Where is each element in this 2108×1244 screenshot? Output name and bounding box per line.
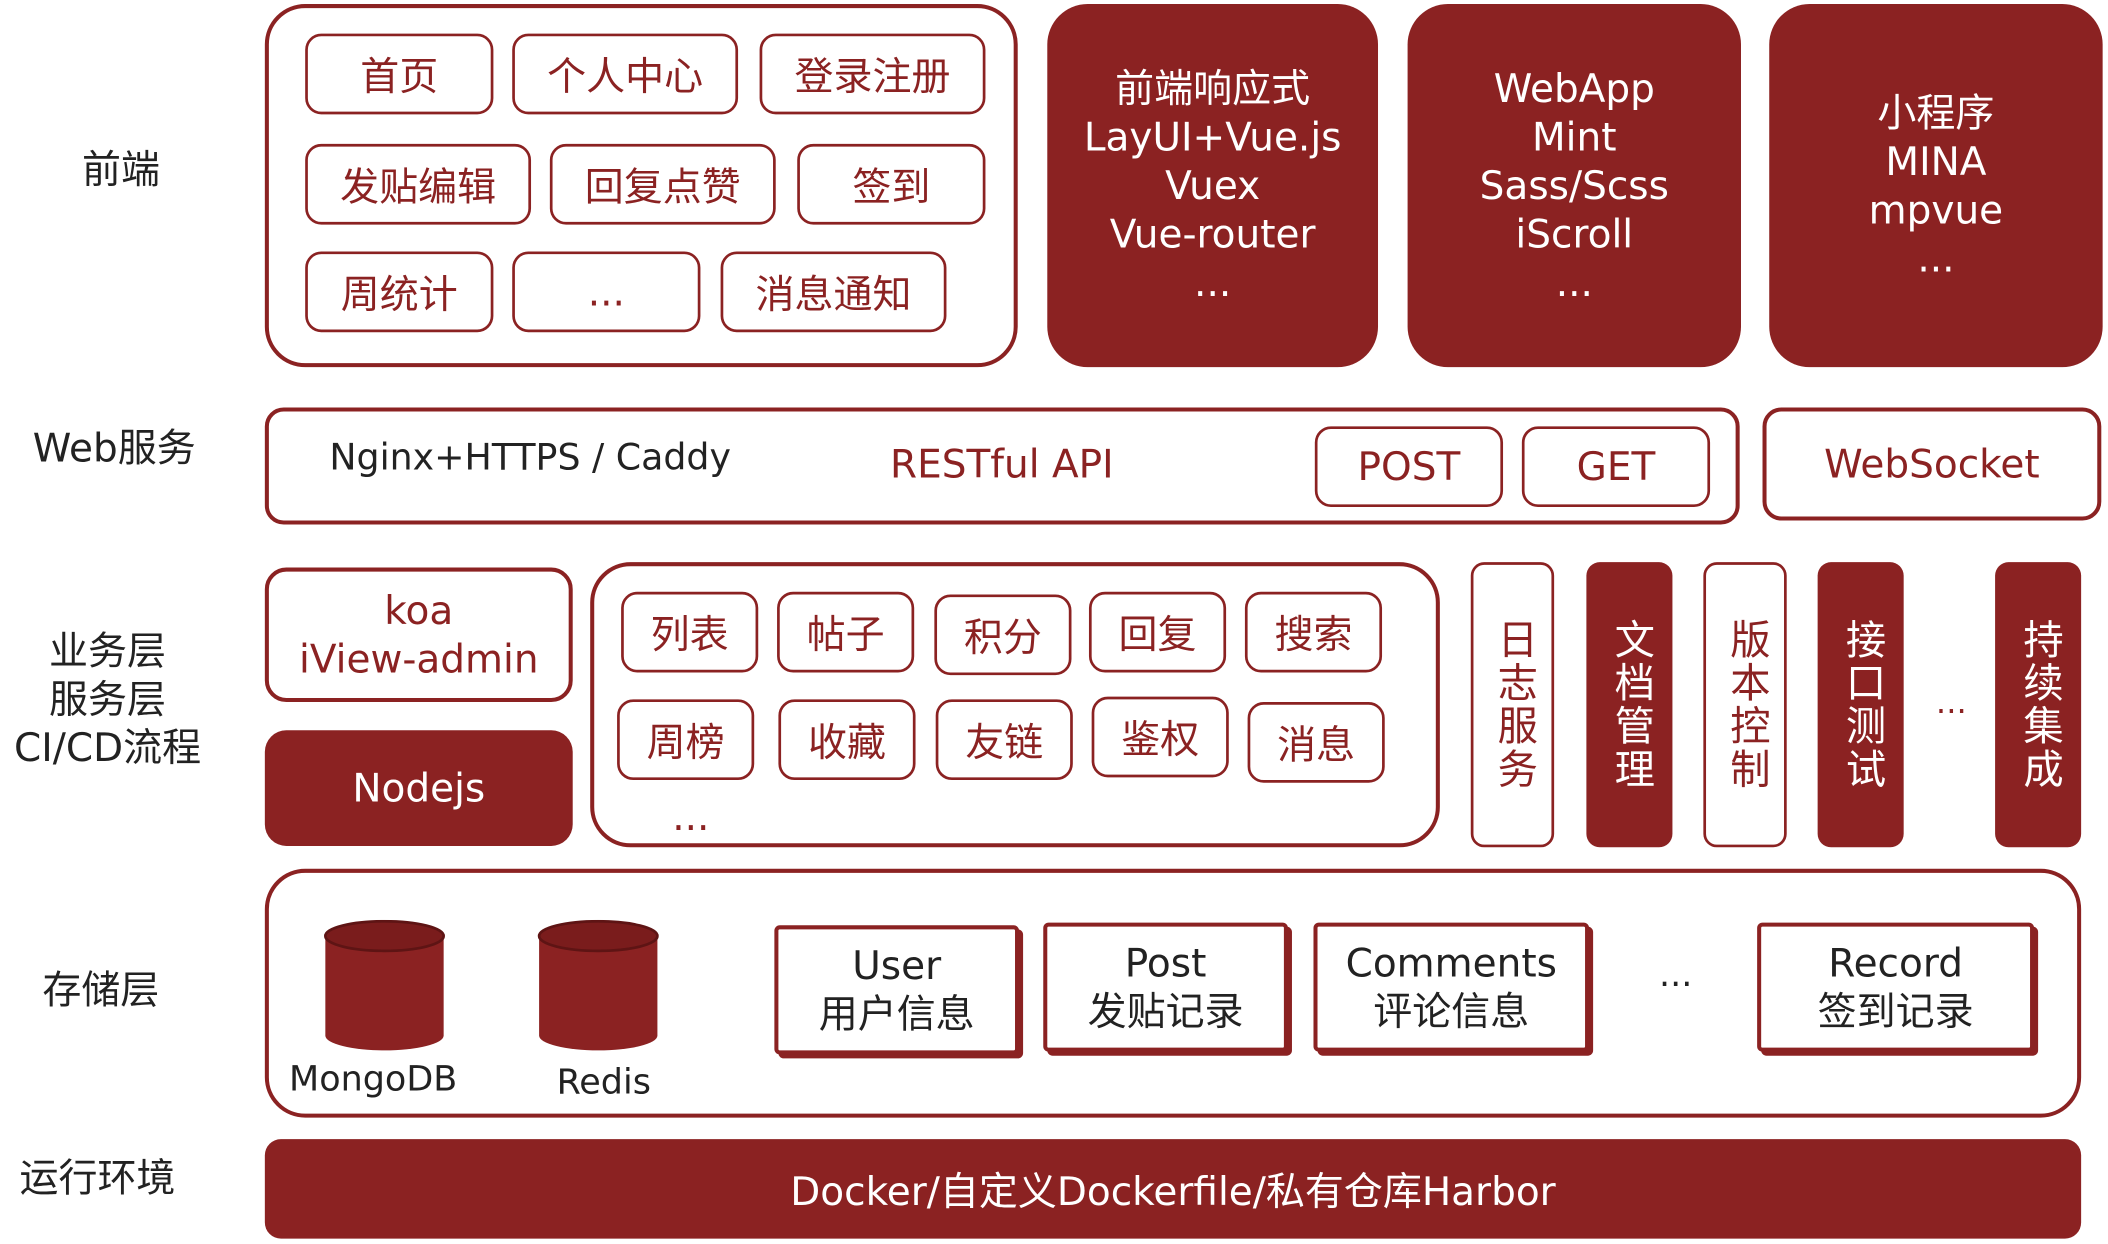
table-post: Post 发贴记录 xyxy=(1043,922,1288,1052)
page-signin: 签到 xyxy=(797,143,986,225)
page-reply-like: 回复点赞 xyxy=(549,143,776,225)
module-search: 搜索 xyxy=(1244,591,1383,673)
service-logging: 日志服务 xyxy=(1470,562,1555,848)
http-post: POST xyxy=(1314,426,1504,508)
table-user: User 用户信息 xyxy=(774,925,1020,1055)
module-links: 友链 xyxy=(935,699,1073,781)
module-favorites: 收藏 xyxy=(778,699,916,781)
mongodb-icon xyxy=(324,919,445,1051)
layer-label-storage: 存储层 xyxy=(42,966,160,1013)
module-messages: 消息 xyxy=(1247,702,1385,783)
mongodb-label: MongoDB xyxy=(289,1059,458,1101)
service-api-testing: 接口测试 xyxy=(1817,562,1904,848)
module-reply: 回复 xyxy=(1088,591,1227,673)
websocket: WebSocket xyxy=(1762,407,2102,521)
module-weekly-rank: 周榜 xyxy=(617,699,755,781)
service-ci: 持续集成 xyxy=(1995,562,2082,848)
page-weekly-stats: 周统计 xyxy=(305,251,494,333)
frontend-responsive-stack: 前端响应式 LayUI+Vue.js Vuex Vue-router ... xyxy=(1047,4,1379,368)
table-record: Record 签到记录 xyxy=(1757,922,2035,1052)
service-docs: 文档管理 xyxy=(1586,562,1673,848)
page-profile: 个人中心 xyxy=(512,33,739,115)
modules-more: ... xyxy=(672,793,710,840)
service-version-control: 版本控制 xyxy=(1703,562,1787,848)
nodejs: Nodejs xyxy=(264,730,573,846)
page-post-edit: 发贴编辑 xyxy=(305,143,532,225)
frontend-miniprogram-stack: 小程序 MINA mpvue ... xyxy=(1769,4,2103,368)
runtime-docker: Docker/自定义Dockerfile/私有仓库Harbor xyxy=(264,1139,2082,1239)
web-server: Nginx+HTTPS / Caddy xyxy=(329,437,731,479)
page-notifications: 消息通知 xyxy=(720,251,947,333)
table-comments: Comments 评论信息 xyxy=(1313,922,1590,1052)
http-get: GET xyxy=(1521,426,1711,508)
module-auth: 鉴权 xyxy=(1091,696,1229,778)
frontend-webapp-stack: WebApp Mint Sass/Scss iScroll ... xyxy=(1407,4,1741,368)
redis-icon xyxy=(537,919,659,1051)
layer-label-business: 业务层 服务层 CI/CD流程 xyxy=(14,628,202,771)
services-more: ... xyxy=(1935,683,1967,721)
koa-iview-admin: koa iView-admin xyxy=(264,567,573,703)
layer-label-runtime: 运行环境 xyxy=(19,1155,176,1201)
module-points: 积分 xyxy=(934,594,1072,676)
module-list: 列表 xyxy=(621,591,759,673)
tables-more: ... xyxy=(1658,954,1693,996)
redis-label: Redis xyxy=(556,1062,651,1103)
page-more: ... xyxy=(512,251,701,333)
layer-label-frontend: 前端 xyxy=(81,146,160,193)
page-home: 首页 xyxy=(305,33,494,115)
page-login: 登录注册 xyxy=(759,33,986,115)
restful-api: RESTful API xyxy=(889,441,1114,487)
module-post: 帖子 xyxy=(777,591,915,673)
layer-label-web: Web服务 xyxy=(32,424,196,471)
